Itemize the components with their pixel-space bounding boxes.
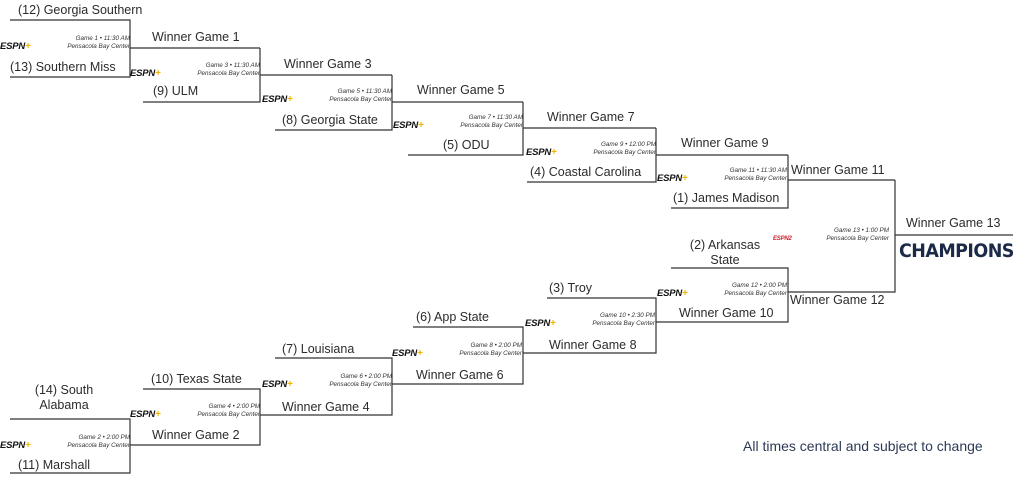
team-georgia-state: (8) Georgia State xyxy=(282,113,378,127)
espn2-logo: ESPN2 xyxy=(773,236,792,242)
game-7-bracket xyxy=(408,102,524,156)
game-5-bracket xyxy=(275,75,393,131)
game-12-bracket xyxy=(656,267,789,323)
winner-game-2: Winner Game 2 xyxy=(152,428,240,442)
winner-game-11: Winner Game 11 xyxy=(791,163,885,177)
team-odu: (5) ODU xyxy=(443,138,490,152)
espn-plus-logo: ESPN+ xyxy=(392,348,423,359)
winner-game-7: Winner Game 7 xyxy=(547,110,635,124)
team-troy: (3) Troy xyxy=(549,281,593,295)
game-2-bracket xyxy=(10,418,131,474)
espn-plus-logo: ESPN+ xyxy=(657,173,688,184)
winner-game-5: Winner Game 5 xyxy=(417,83,505,97)
espn-plus-logo: ESPN+ xyxy=(525,318,556,329)
winner-game-9: Winner Game 9 xyxy=(681,136,769,150)
winner-game-4: Winner Game 4 xyxy=(282,400,370,414)
game-10-bracket xyxy=(523,297,657,354)
game-9-bracket xyxy=(527,128,657,183)
espn-plus-logo: ESPN+ xyxy=(657,288,688,299)
game-4-bracket xyxy=(130,388,261,446)
espn-plus-logo: ESPN+ xyxy=(393,120,424,131)
winner-game-12: Winner Game 12 xyxy=(790,293,885,307)
team-james-madison: (1) James Madison xyxy=(673,191,780,205)
espn-plus-logo: ESPN+ xyxy=(130,68,161,79)
team-south-alabama: (14) South Alabama xyxy=(34,383,94,412)
winner-game-10: Winner Game 10 xyxy=(679,306,774,320)
winner-game-6: Winner Game 6 xyxy=(416,368,504,382)
winner-game-1: Winner Game 1 xyxy=(152,30,240,44)
espn-plus-logo: ESPN+ xyxy=(262,94,293,105)
espn-plus-logo: ESPN+ xyxy=(262,379,293,390)
game-8-bracket xyxy=(392,326,524,385)
team-arkansas-state: (2) Arkansas State xyxy=(689,238,761,267)
team-louisiana: (7) Louisiana xyxy=(282,342,355,356)
winner-game-3: Winner Game 3 xyxy=(284,57,372,71)
espn-plus-logo: ESPN+ xyxy=(130,409,161,420)
champions-title: CHAMPIONS xyxy=(899,240,1014,262)
times-note: All times central and subject to change xyxy=(743,438,983,454)
espn-plus-logo: ESPN+ xyxy=(0,440,31,451)
team-texas-state: (10) Texas State xyxy=(151,372,242,386)
game-13-bracket xyxy=(788,180,896,293)
game-6-bracket xyxy=(260,357,393,416)
game-3-bracket xyxy=(143,48,261,103)
espn-plus-logo: ESPN+ xyxy=(526,147,557,158)
espn-plus-logo: ESPN+ xyxy=(0,41,31,52)
team-coastal-carolina: (4) Coastal Carolina xyxy=(530,165,642,179)
team-app-state: (6) App State xyxy=(416,310,489,324)
team-georgia-southern: (12) Georgia Southern xyxy=(18,3,143,17)
game-11-bracket xyxy=(671,155,789,209)
winner-game-13: Winner Game 13 xyxy=(906,216,1001,230)
winner-game-8: Winner Game 8 xyxy=(549,338,637,352)
team-ulm: (9) ULM xyxy=(153,84,199,98)
team-marshall: (11) Marshall xyxy=(18,458,91,472)
team-southern-miss: (13) Southern Miss xyxy=(10,60,116,74)
